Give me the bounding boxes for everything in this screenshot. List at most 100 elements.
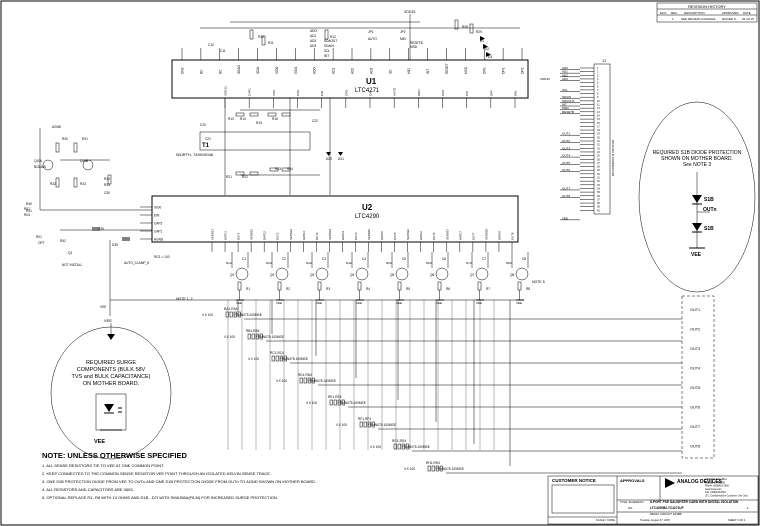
array-resistor xyxy=(371,421,375,428)
left-net-label: AUTO_CLAMP_8 xyxy=(124,261,149,265)
j1-pin-number: 35 xyxy=(597,191,600,194)
rev-h-desc: DESCRIPTION xyxy=(684,11,705,15)
u1-top-pin-label: DPE xyxy=(483,67,487,74)
u1-top-pin-label: DNC xyxy=(181,66,185,74)
top-part-label: JP1 xyxy=(368,30,374,34)
array-ref: RB1-RB4 xyxy=(246,329,260,333)
mosfet-symbol xyxy=(315,267,329,281)
u2-body xyxy=(151,195,519,243)
u2-bottom-pin-label: OUT3 xyxy=(315,232,319,240)
mid-part-label: R21 xyxy=(226,175,232,179)
rev-h-date: DATE xyxy=(743,11,751,15)
sense-resistor xyxy=(437,281,442,291)
transistor-symbol xyxy=(82,159,94,171)
u2-bottom-pin-label: GATE7 xyxy=(458,231,462,240)
u1-bottom-pin-label: CPD xyxy=(441,89,445,96)
u2-bottom-pin-label: GATE4 xyxy=(341,231,345,240)
mid-part-label: R22 xyxy=(242,175,248,179)
notes-title: NOTE: UNLESS OTHERWISE SPECIFIED xyxy=(42,451,187,460)
channel-vee-label: VEE xyxy=(276,301,282,305)
j1-signal-label: OUT5 xyxy=(562,161,570,165)
j1-pin-number: 39 xyxy=(597,206,600,209)
j1-pin-number: 16 xyxy=(597,122,600,125)
j1-signal-label: INT xyxy=(562,103,567,107)
array-part: PSMN075-100MSE xyxy=(234,313,262,317)
top-part-label: RESETB xyxy=(410,41,423,45)
mid-part-label: D21 xyxy=(338,157,344,161)
array-resistor xyxy=(401,443,405,450)
left-resistor xyxy=(107,174,112,185)
array-resistor xyxy=(439,465,443,472)
array-resistor xyxy=(259,333,263,340)
u1-ref: U1 xyxy=(366,77,377,86)
array-ref: RE1-RE4 xyxy=(328,395,342,399)
diode-protection-bubble: REQUIRED S1B DIODE PROTECTION SHOWN ON M… xyxy=(638,101,756,293)
top-part-label: MID xyxy=(400,37,407,41)
u1-bottom-pin-label: VDD33 xyxy=(224,86,228,96)
channel-vee-label: VEE xyxy=(396,301,402,305)
u2-bottom-pin-label: GATE5 xyxy=(380,231,384,240)
array-resistor xyxy=(329,399,333,406)
note-item: 4. ALL RESISTORS AND CAPACITORS ARE 0603… xyxy=(42,487,134,492)
array-resistor xyxy=(229,311,233,318)
channel-cap-label: C8 xyxy=(522,257,526,261)
top-part-label: R28 xyxy=(462,25,468,29)
t1-part: WURTH, 749019046 xyxy=(176,152,214,157)
array-resistor xyxy=(303,377,307,384)
u1-bottom-pin-label: AUTO xyxy=(393,87,397,96)
u1-top-pin-label: SD xyxy=(388,69,392,74)
array-ref: RA1-RA4 xyxy=(224,307,238,311)
top-part-label: R11 xyxy=(268,41,274,45)
diode-d1: S1B xyxy=(704,197,714,203)
j1-connector: J1 DC2138A-B CONNECTOR 12345678910111213… xyxy=(540,58,615,220)
left-net-label: AGND xyxy=(52,125,62,129)
sense-resistor xyxy=(277,281,282,291)
j1-pin-number: 24 xyxy=(597,151,600,154)
note-item: 2. KEEP CONNECTED TO THE COMMON SENSE RE… xyxy=(42,471,271,476)
address-line: Milpitas, CA 95035 xyxy=(705,481,726,484)
array-part: PSMN075-100MSE xyxy=(436,467,464,471)
top-part-label: AUTO xyxy=(368,37,377,41)
top-part-label: SDAOUT xyxy=(324,39,337,43)
title-label: TITLE: SCHEMATIC xyxy=(620,500,644,504)
u2-bottom-pin-label: OUT8 xyxy=(511,232,515,240)
u2-bottom-pin-label: OUT7 xyxy=(471,232,475,240)
u2-bottom-pin-label: OUT2 xyxy=(276,232,280,240)
j1-pin-number: 14 xyxy=(597,114,600,117)
channel-d-label: D3A xyxy=(306,261,312,265)
array-ref: RH1-RH4 xyxy=(426,461,440,465)
rev-value: 1 xyxy=(747,506,749,510)
output-label: OUT5 xyxy=(690,386,700,390)
u2-left-pin-label: XIO0 xyxy=(154,206,161,210)
size-value: N/A xyxy=(628,506,633,510)
u1-bottom-pin-label: CPI xyxy=(465,91,469,96)
u1-bottom-pin-label: CPD xyxy=(344,89,348,96)
j1-body xyxy=(593,63,611,215)
j1-signal-label: OUT4 xyxy=(562,154,570,158)
j1-pin-number: 38 xyxy=(597,202,600,205)
ic-no: LTC4290B/LTC4271UF xyxy=(650,506,684,510)
j1-pin-number: 29 xyxy=(597,169,600,172)
u2-bottom-pin-label: SENSE3 xyxy=(289,229,293,240)
j1-signal-label: AD1 xyxy=(562,70,568,74)
j1-pin-number: 27 xyxy=(597,162,600,165)
array-resistor xyxy=(359,421,363,428)
j1-pin-number: 36 xyxy=(597,195,600,198)
u2-bottom-pin-label: GATE3 xyxy=(302,231,306,240)
channel-vee-label: VEE xyxy=(316,301,322,305)
left-part-label: BC846S xyxy=(34,165,46,169)
channel-vee-label: VEE xyxy=(236,301,242,305)
channel-d-label: D1A xyxy=(226,261,232,265)
channel-cap-label: C1 xyxy=(242,257,246,261)
j1-pin-number: 18 xyxy=(597,129,600,132)
j1-vdd33-label: VDD33 xyxy=(540,77,550,81)
rev-h-eco: ECO xyxy=(660,11,667,15)
mid-part-label: R14 xyxy=(240,117,246,121)
mosfet-symbol xyxy=(355,267,369,281)
left-resistor xyxy=(55,177,60,188)
left-part-label: R40 xyxy=(26,202,32,206)
